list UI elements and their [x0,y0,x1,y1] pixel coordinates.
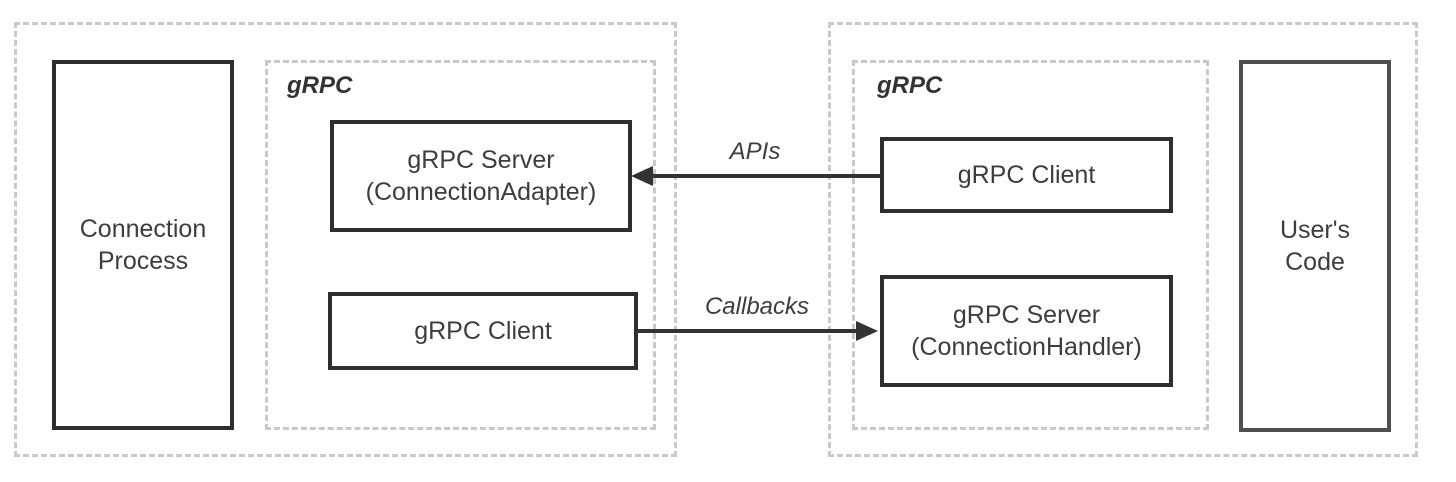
grpc-server-handler-label: gRPC Server (ConnectionHandler) [911,299,1142,363]
right-grpc-title: gRPC [877,72,943,99]
right-grpc-client-box: gRPC Client [880,137,1173,213]
callbacks-arrow-line [638,329,858,333]
connection-process-box: Connection Process [52,60,234,430]
left-grpc-title: gRPC [287,72,353,99]
grpc-server-handler-label-line1: gRPC Server [952,301,1101,329]
users-code-label: User's Code [1280,214,1350,278]
users-code-box: User's Code [1239,60,1391,432]
apis-arrowhead-left-icon [631,166,653,186]
connection-process-label: Connection Process [80,213,206,277]
users-code-label-line1: User's [1279,216,1351,244]
left-process-boundary [14,22,677,457]
grpc-server-adapter-label: gRPC Server (ConnectionAdapter) [366,144,597,208]
grpc-server-handler-label-line2: (ConnectionHandler) [911,333,1142,361]
right-user-boundary [828,22,1418,457]
connection-process-label-line1: Connection [79,215,207,243]
right-grpc-boundary [852,60,1209,430]
grpc-server-connection-adapter-box: gRPC Server (ConnectionAdapter) [330,120,632,232]
connection-process-label-line2: Process [97,247,189,275]
callbacks-arrow-label: Callbacks [704,293,810,320]
apis-arrow-line [651,174,880,178]
callbacks-arrowhead-right-icon [856,321,878,341]
users-code-label-line2: Code [1285,248,1345,276]
right-grpc-client-label: gRPC Client [957,161,1096,189]
grpc-server-adapter-label-line2: (ConnectionAdapter) [365,178,597,206]
apis-arrow-label: APIs [729,138,781,165]
left-grpc-client-label: gRPC Client [414,317,552,345]
left-grpc-client-box: gRPC Client [328,292,638,370]
grpc-server-adapter-label-line1: gRPC Server [407,146,555,174]
grpc-server-connection-handler-box: gRPC Server (ConnectionHandler) [880,275,1173,387]
left-grpc-boundary [265,60,656,430]
